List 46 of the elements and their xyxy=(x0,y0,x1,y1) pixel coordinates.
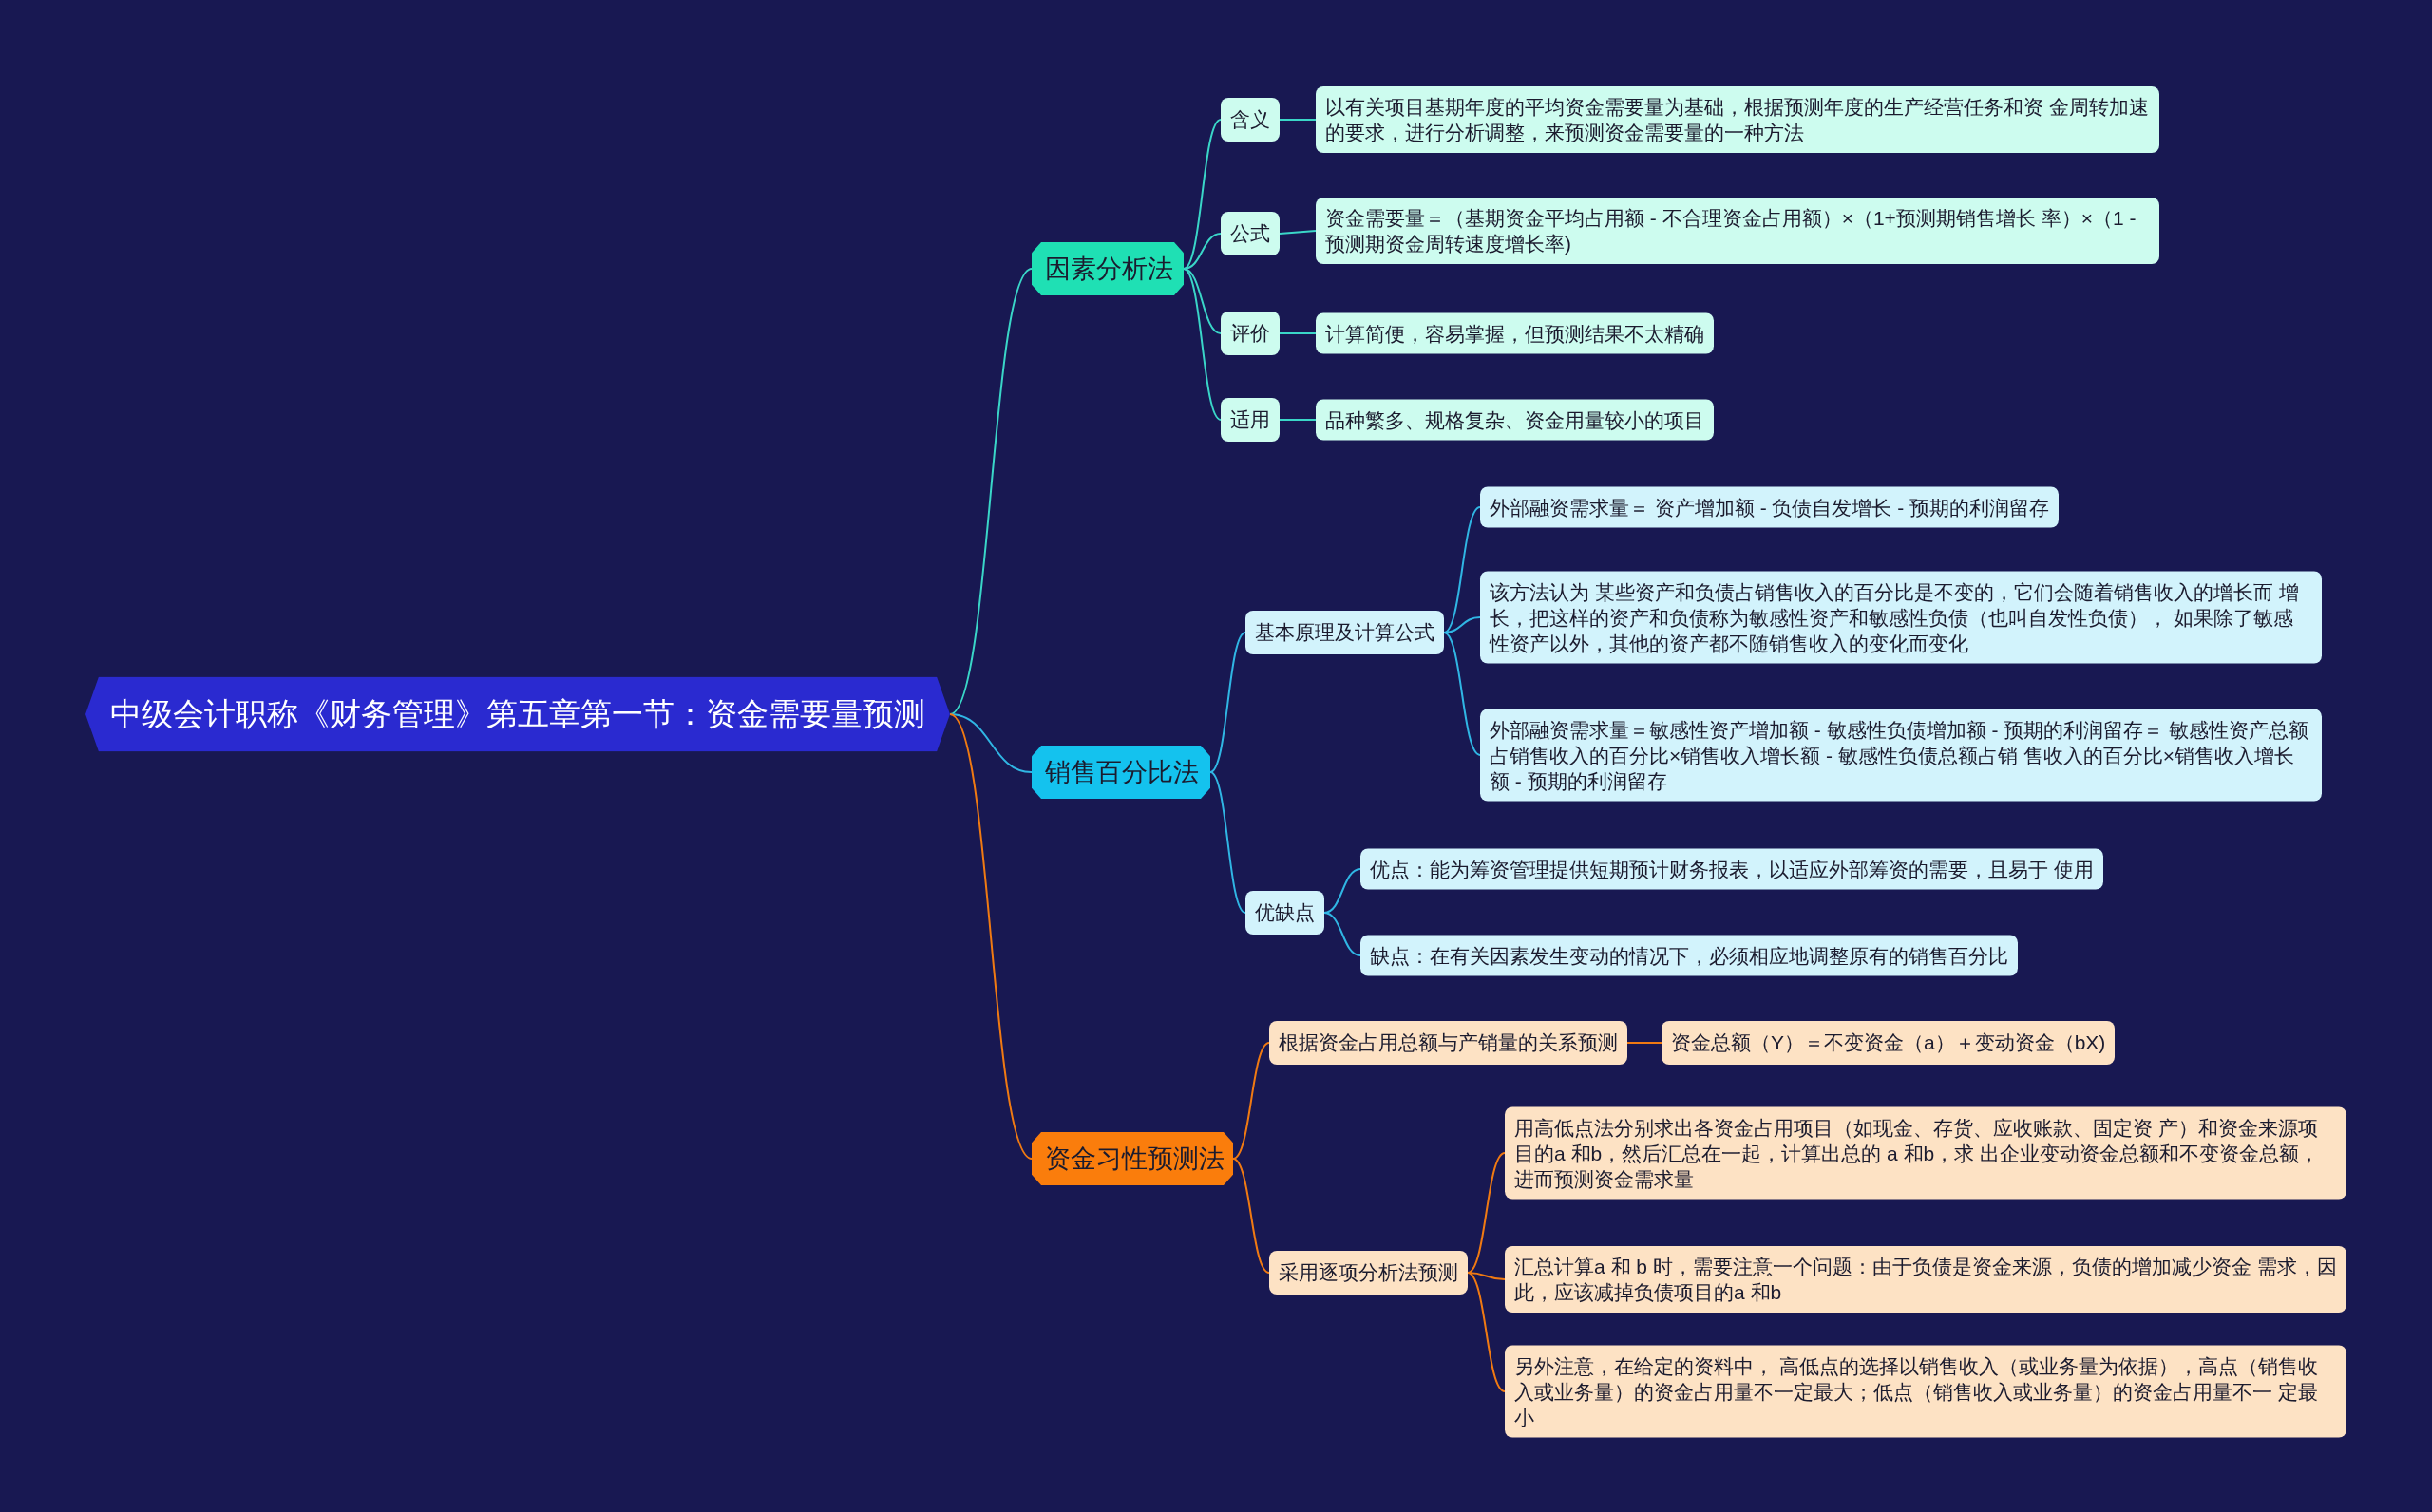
subtopic-box: 资金总额（Y）＝不变资金（a）＋变动资金（bX) xyxy=(1662,1021,2116,1065)
connector-line xyxy=(1443,616,1481,633)
detail-box: 缺点：在有关因素发生变动的情况下，必须相应地调整原有的销售百分比 xyxy=(1360,935,2018,976)
detail-box: 以有关项目基期年度的平均资金需要量为基础，根据预测年度的生产经营任务和资 金周转加速的要求，进行分析调整，来预测资金需要量的一种方法 xyxy=(1316,86,2159,153)
connector-line xyxy=(1232,1042,1270,1160)
connector-line xyxy=(1279,419,1317,421)
branch-topic: 因素分析法 xyxy=(1032,242,1184,295)
detail-box: 该方法认为 某些资产和负债占销售收入的百分比是不变的，它们会随着销售收入的增长而 增长，把这样的资产和负债称为敏感性资产和敏感性负债（也叫自发性负债）， 如果除了敏感性资产以外，其他的资产都不随销售收入的变化而变化 xyxy=(1480,571,2322,664)
connector-line xyxy=(1467,1272,1506,1392)
subtopic-box: 采用逐项分析法预测 xyxy=(1269,1251,1468,1295)
subtopic-box: 优缺点 xyxy=(1245,891,1324,935)
connector-line xyxy=(1626,1042,1662,1044)
detail-box: 资金需要量＝（基期资金平均占用额 - 不合理资金占用额）×（1+预测期销售增长 率）×（1 - 预测期资金周转速度增长率) xyxy=(1316,198,2159,264)
subtopic-box: 适用 xyxy=(1221,398,1280,442)
connector-line xyxy=(1209,632,1246,773)
connector-line xyxy=(1279,332,1317,334)
detail-box: 汇总计算a 和 b 时，需要注意一个问题：由于负债是资金来源，负债的增加减少资金 需求，因此，应该减掉负债项目的a 和b xyxy=(1505,1246,2346,1313)
connector-line xyxy=(1183,268,1222,421)
connector-line xyxy=(1323,912,1361,956)
connector-line xyxy=(949,713,1033,1160)
detail-box: 外部融资需求量＝ 资产增加额 - 负债自发增长 - 预期的利润留存 xyxy=(1480,486,2060,528)
connector-line xyxy=(1443,632,1481,756)
subtopic-box: 基本原理及计算公式 xyxy=(1245,611,1444,654)
subtopic-box: 公式 xyxy=(1221,212,1280,255)
connector-line xyxy=(1209,771,1246,914)
connector-line xyxy=(1232,1158,1270,1274)
connector-line xyxy=(1467,1152,1506,1274)
detail-box: 用高低点法分别求出各资金占用项目（如现金、存货、应收账款、固定资 产）和资金来源项目的a 和b，然后汇总在一起，计算出总的 a 和b，求 出企业变动资金总额和不变资金总额，进而预测资金需求量 xyxy=(1505,1106,2346,1200)
detail-box: 外部融资需求量＝敏感性资产增加额 - 敏感性负债增加额 - 预期的利润留存＝ 敏感性资产总额占销售收入的百分比×销售收入增长额 - 敏感性负债总额占销 售收入的百分比×销售收入增长额 - 预期的利润留存 xyxy=(1480,709,2322,802)
connector-line xyxy=(949,268,1033,715)
connector-line xyxy=(1443,506,1481,633)
detail-box: 品种繁多、规格复杂、资金用量较小的项目 xyxy=(1316,399,1714,441)
connector-line xyxy=(949,713,1033,773)
subtopic-box: 根据资金占用总额与产销量的关系预测 xyxy=(1269,1021,1627,1065)
root-topic: 中级会计职称《财务管理》第五章第一节：资金需要量预测 xyxy=(86,676,950,752)
detail-box: 另外注意，在给定的资料中， 高低点的选择以销售收入（或业务量为依据），高点（销售收入或业务量）的资金占用量不一定最大；低点（销售收入或业务量）的资金占用量不一 定最小 xyxy=(1505,1345,2346,1438)
subtopic-box: 评价 xyxy=(1221,312,1280,355)
detail-box: 计算简便，容易掌握，但预测结果不太精确 xyxy=(1316,312,1714,354)
branch-topic: 资金习性预测法 xyxy=(1032,1132,1233,1185)
detail-box: 优点：能为筹资管理提供短期预计财务报表，以适应外部筹资的需要，且易于 使用 xyxy=(1360,848,2103,890)
connector-line xyxy=(1279,230,1317,235)
connector-line xyxy=(1467,1272,1506,1280)
branch-topic: 销售百分比法 xyxy=(1032,746,1210,799)
connector-line xyxy=(1279,119,1317,121)
connector-line xyxy=(1183,119,1222,270)
subtopic-box: 含义 xyxy=(1221,98,1280,142)
